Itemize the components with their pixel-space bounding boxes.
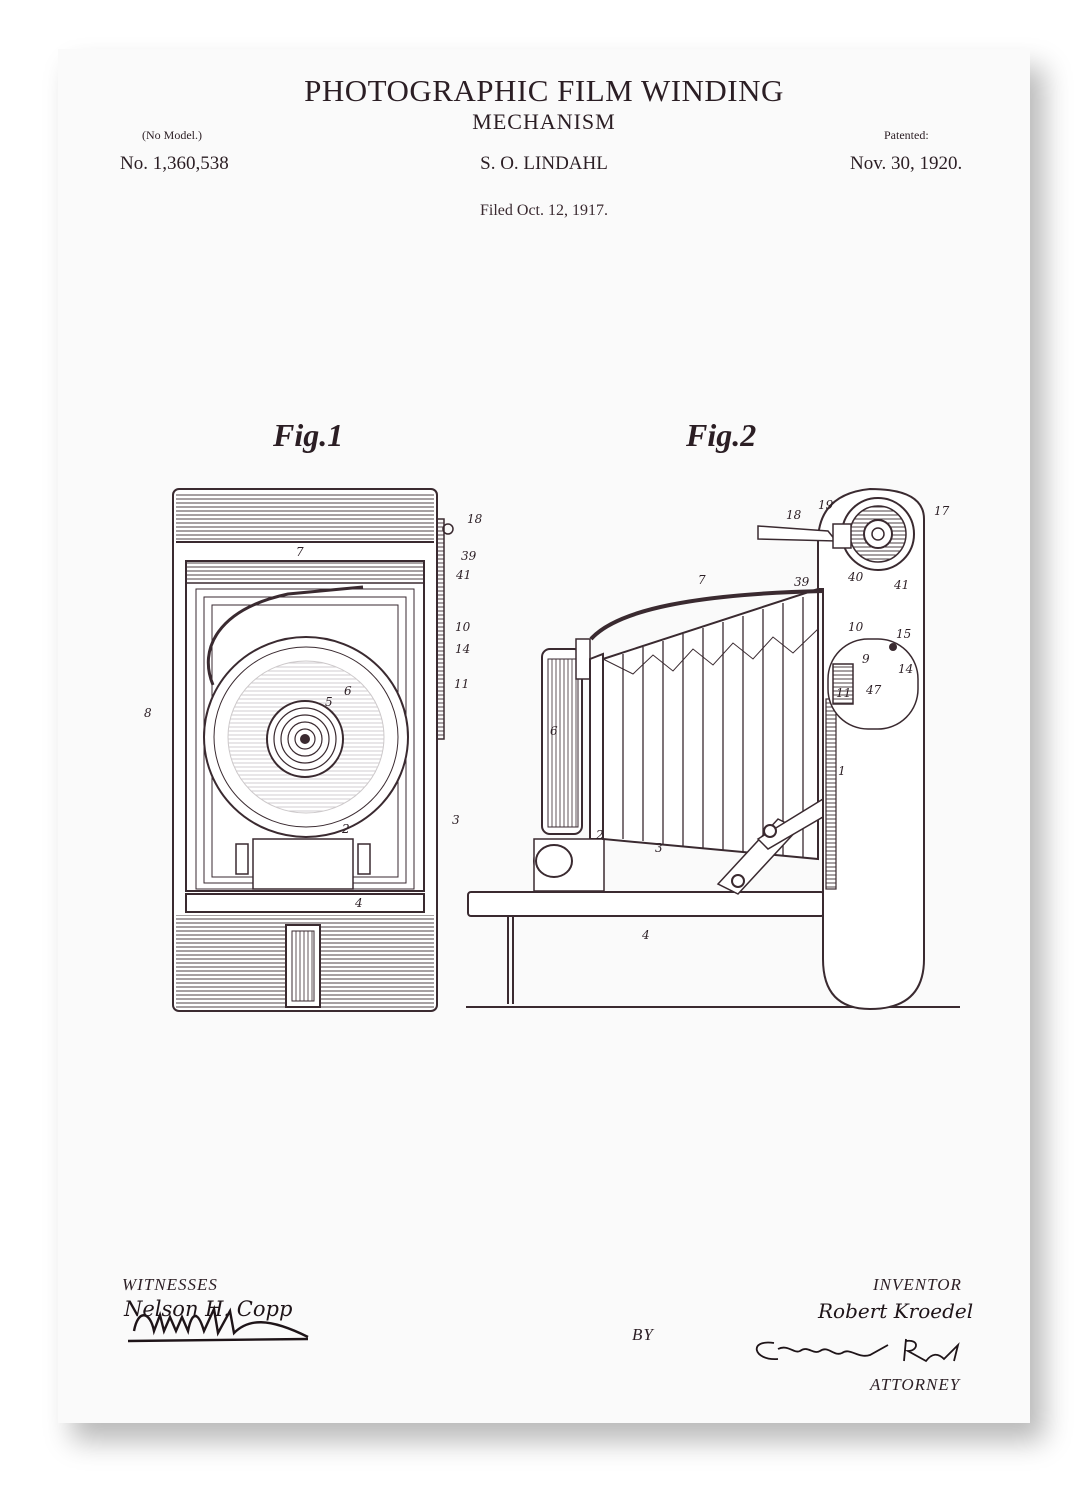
patent-drawings: 18 39 41 7 10 14 11 8 5 6 2 3 4	[127, 487, 960, 1363]
fig2-ref-40: 40	[847, 570, 864, 584]
inventor-label: INVENTOR	[873, 1275, 962, 1294]
fig1-reference-numbers: 18 39 41 7 10 14 11 8 5 6 2 3 4	[144, 512, 483, 910]
fig1-ref-7: 7	[296, 545, 304, 559]
no-model-note: (No Model.)	[142, 128, 202, 142]
patent-title: PHOTOGRAPHIC FILM WINDING	[304, 73, 784, 108]
fig1-ref-14: 14	[455, 642, 470, 656]
inventor-name: S. O. LINDAHL	[480, 153, 608, 174]
fig1-ref-8: 8	[144, 706, 152, 720]
fig1-ref-5: 5	[325, 695, 333, 709]
patented-label: Patented:	[884, 128, 929, 142]
fig1-ref-11: 11	[454, 677, 469, 691]
fig1-ref-4: 4	[354, 896, 363, 910]
filed-date: Filed Oct. 12, 1917.	[480, 202, 608, 219]
fig1-ref-39: 39	[461, 549, 477, 563]
fig2-label: Fig.2	[686, 417, 757, 453]
attorney-label: ATTORNEY	[870, 1375, 961, 1394]
fig1-ref-10: 10	[455, 620, 471, 634]
fig2-reference-numbers: 19 17 18 7 39 40 41 10 15 9 14 11 47 6 1…	[550, 498, 950, 942]
fig2-ref-41: 41	[893, 578, 909, 592]
fig2-ref-9: 9	[862, 652, 870, 666]
fig2-ref-14: 14	[898, 662, 913, 676]
fig2-ref-2: 2	[595, 828, 604, 842]
fig2-ref-6: 6	[550, 724, 558, 738]
fig2-ref-47: 47	[865, 683, 882, 697]
inventor-signature: Robert Kroedel	[818, 1299, 974, 1323]
fig2-ref-19: 19	[818, 498, 834, 512]
fig2-camera-side	[466, 487, 960, 1011]
patent-number: No. 1,360,538	[120, 153, 229, 174]
fig2-ref-17: 17	[934, 504, 950, 518]
fig1-ref-6: 6	[344, 684, 352, 698]
witness-signature: Nelson H. Copp	[124, 1297, 293, 1321]
witness-signature-scribble	[127, 1304, 309, 1343]
fig2-ref-3: 3	[655, 841, 663, 855]
fig1-ref-2: 2	[341, 822, 350, 836]
fig2-ref-1: 1	[838, 764, 846, 778]
fig2-ref-7: 7	[698, 573, 706, 587]
fig1-label: Fig.1	[273, 417, 344, 453]
by-label: BY	[632, 1325, 654, 1344]
fig2-ref-39: 39	[794, 575, 810, 589]
fig2-ref-11: 11	[836, 686, 851, 700]
fig2-ref-15: 15	[896, 627, 911, 641]
fig1-camera-front	[172, 488, 454, 1012]
fig2-ref-10: 10	[848, 620, 864, 634]
attorney-signature-scribble	[755, 1338, 960, 1363]
fig1-ref-41: 41	[455, 568, 471, 582]
patent-subtitle: MECHANISM	[472, 109, 616, 134]
fig1-ref-18: 18	[467, 512, 483, 526]
fig1-ref-3: 3	[452, 813, 460, 827]
fig2-ref-4: 4	[641, 928, 650, 942]
patent-date: Nov. 30, 1920.	[850, 153, 963, 174]
fig2-ref-18: 18	[786, 508, 802, 522]
witnesses-label: WITNESSES	[122, 1275, 218, 1294]
patent-sheet: PHOTOGRAPHIC FILM WINDING MECHANISM (No …	[58, 49, 1030, 1423]
